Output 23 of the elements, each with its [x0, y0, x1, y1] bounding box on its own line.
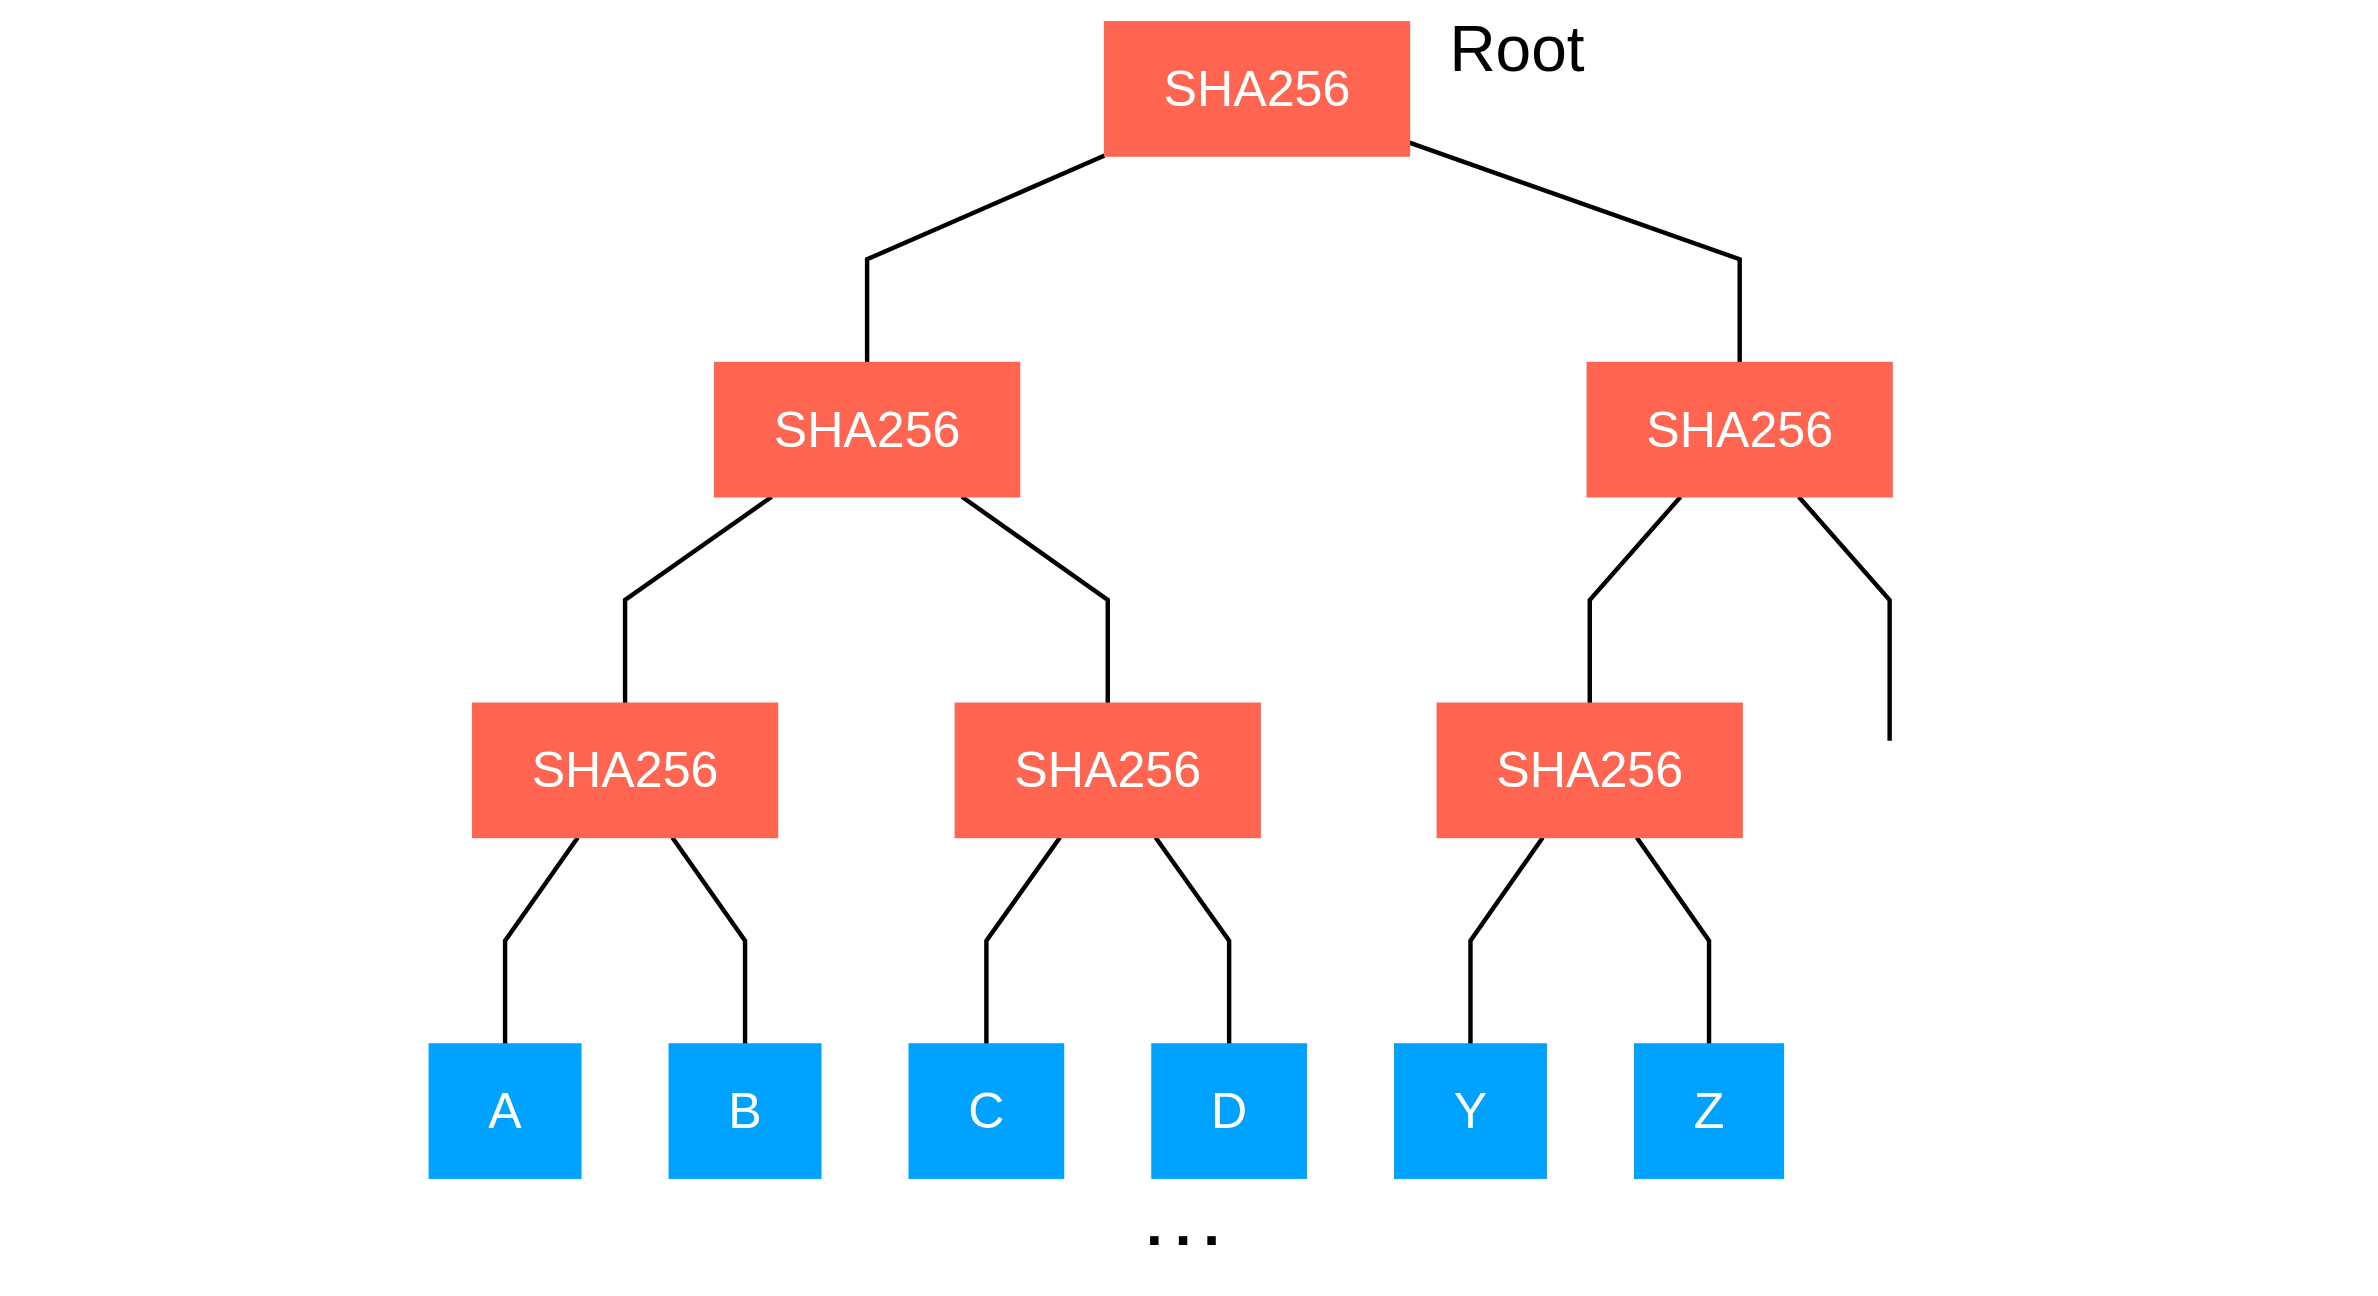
node-box: C — [908, 1043, 1065, 1179]
node-box: SHA256 — [954, 702, 1261, 839]
connector — [670, 836, 748, 1044]
node-box: A — [428, 1043, 582, 1179]
node-box: SHA256 — [713, 361, 1021, 498]
connector — [1797, 495, 1892, 741]
connector — [984, 836, 1062, 1044]
node-box: SHA256 — [1436, 702, 1743, 839]
ellipsis-label: ... — [1146, 1191, 1232, 1258]
node-box: SHA256 — [1586, 361, 1893, 498]
connector — [1634, 836, 1712, 1044]
connector — [864, 153, 1106, 363]
node-caption: Root — [1449, 11, 1585, 86]
node-box: Z — [1633, 1043, 1785, 1179]
node-box: D — [1151, 1043, 1307, 1179]
connector — [1587, 495, 1683, 704]
node-box: SHA256 — [471, 702, 779, 839]
connector — [1153, 836, 1232, 1044]
node-box: B — [668, 1043, 822, 1179]
connector — [1468, 836, 1545, 1044]
node-box: Y — [1394, 1043, 1547, 1179]
connector — [502, 836, 580, 1044]
node-box: SHA256 — [1103, 21, 1411, 157]
